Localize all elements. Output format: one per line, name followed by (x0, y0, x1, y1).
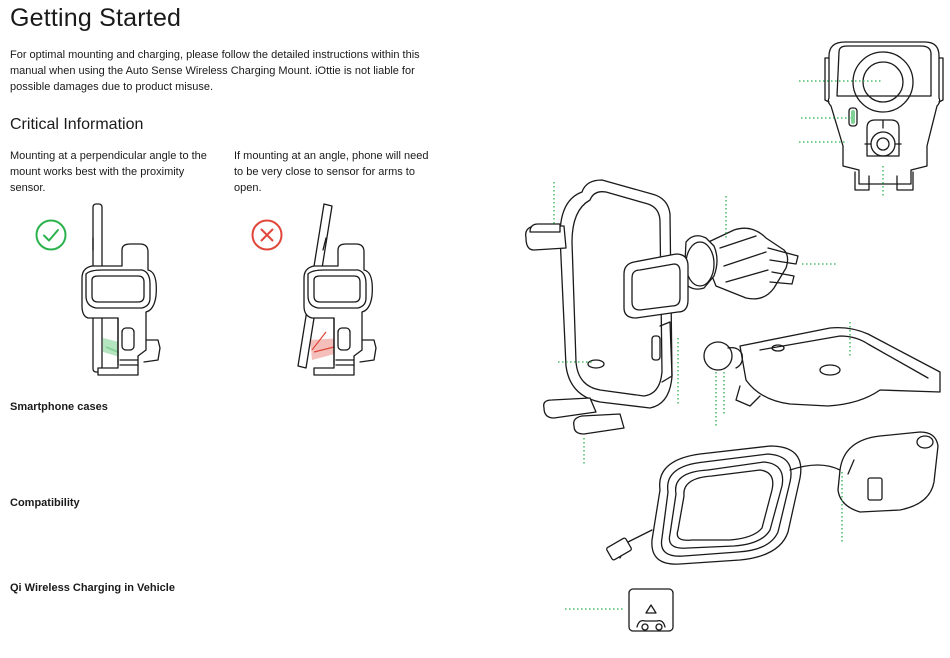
smartphone-cases-heading: Smartphone cases (10, 401, 108, 413)
mount-back-view-illustration (799, 41, 944, 196)
intro-paragraph: For optimal mounting and charging, pleas… (10, 49, 420, 93)
compatibility-heading: Compatibility (10, 497, 80, 509)
cd-slot-adapter-illustration (703, 322, 941, 426)
incorrect-mounting-text: If mounting at an angle, phone will need… (234, 150, 429, 194)
mounting-clip-illustration (565, 588, 674, 632)
car-charger-cable-illustration (606, 431, 939, 565)
page-title: Getting Started (10, 4, 182, 32)
critical-heading: Critical Information (10, 116, 144, 133)
check-circle-icon (35, 219, 67, 251)
incorrect-mounting-illustration (297, 203, 377, 376)
mount-front-view-illustration (525, 179, 836, 466)
correct-mounting-text: Mounting at a perpendicular angle to the… (10, 150, 207, 194)
x-circle-icon (251, 219, 283, 251)
correct-mounting-illustration (81, 203, 161, 376)
qi-charging-heading: Qi Wireless Charging in Vehicle (10, 582, 175, 594)
